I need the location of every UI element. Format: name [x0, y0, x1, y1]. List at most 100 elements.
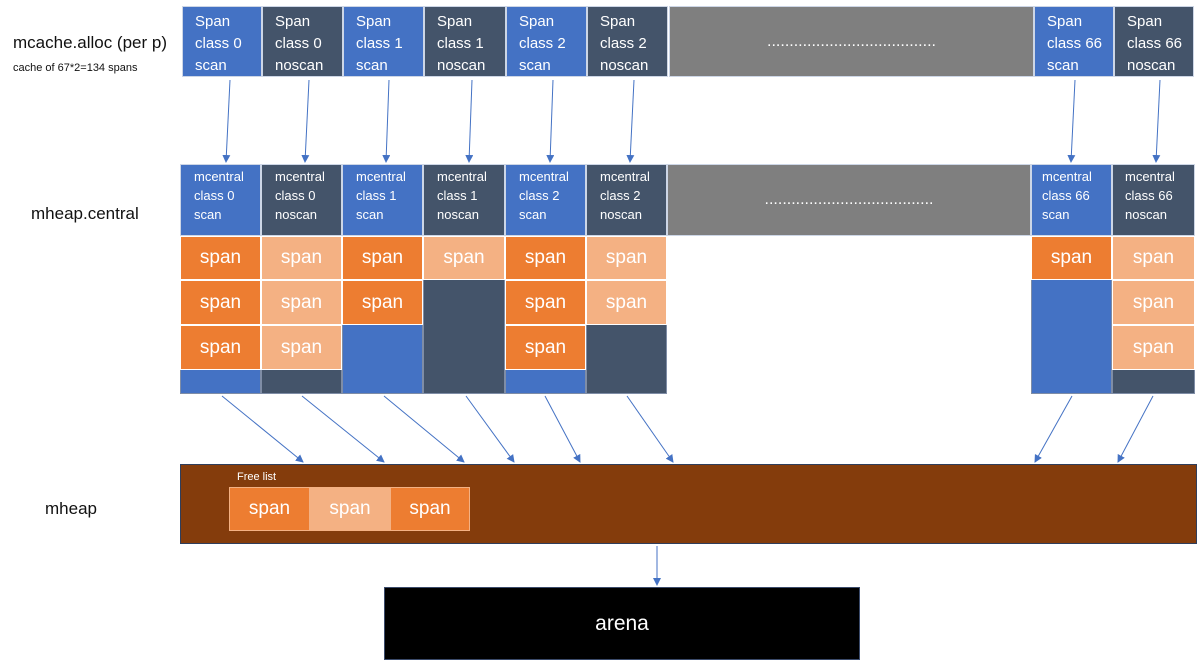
central-ellipsis-block: ...................................... [667, 164, 1031, 236]
cell-text: mcentral [600, 169, 650, 184]
mcache-span-class-2-scan: Span class 2 scan [506, 6, 587, 77]
cell-text: Span [1127, 13, 1163, 30]
span-block: span [505, 236, 586, 280]
arrow-central-to-mheap [626, 395, 674, 463]
arrow-mcache-to-central [1067, 79, 1076, 163]
cell-text: Span [195, 13, 231, 30]
cell-text: scan [195, 57, 227, 74]
arrow-central-to-mheap [544, 395, 581, 463]
span-block: span [586, 280, 667, 325]
cell-text: mcentral [356, 169, 406, 184]
cell-text: noscan [1125, 207, 1167, 222]
mcentral-class-1-scan: mcentral class 1 scan [342, 164, 423, 236]
cell-text: class 1 [437, 188, 478, 203]
cell-text: class 2 [600, 35, 647, 52]
mcache-row-label: mcache.alloc (per p) [13, 33, 168, 52]
arrow-mcache-to-central [222, 79, 231, 163]
cell-text: class 66 [1047, 35, 1103, 52]
span-block: span [180, 280, 261, 325]
cell-text: class 0 [275, 188, 316, 203]
arrow-central-to-mheap [383, 395, 465, 463]
mcache-span-class-66-noscan: Span class 66 noscan [1114, 6, 1194, 77]
cell-text: class 2 [519, 188, 560, 203]
span-block: span [1112, 280, 1195, 325]
cell-text: Span [356, 13, 392, 30]
cell-text: noscan [600, 207, 642, 222]
cell-text: class 2 [519, 35, 566, 52]
cell-text: class 1 [356, 35, 403, 52]
span-block: span [342, 280, 423, 325]
mcache-row-sublabel: cache of 67*2=134 spans [13, 62, 138, 74]
cell-text: scan [356, 57, 388, 74]
cell-text: Span [275, 13, 311, 30]
cell-text: class 1 [437, 35, 484, 52]
arrow-central-to-mheap [221, 395, 304, 463]
cell-text: class 0 [275, 35, 322, 52]
span-block: span [342, 236, 423, 280]
arrow-mcache-to-central [626, 79, 635, 163]
mcache-span-class-1-noscan: Span class 1 noscan [424, 6, 506, 77]
arrow-mcache-to-central [546, 79, 555, 163]
span-block: span [1112, 325, 1195, 370]
cell-text: noscan [275, 57, 324, 74]
cell-text: mcentral [194, 169, 244, 184]
mcache-span-class-1-scan: Span class 1 scan [343, 6, 424, 77]
central-row-label: mheap.central [31, 204, 139, 223]
arrow-central-to-mheap [1034, 395, 1073, 463]
mcache-span-class-0-scan: Span class 0 scan [182, 6, 262, 77]
mcache-span-class-66-scan: Span class 66 scan [1034, 6, 1114, 77]
cell-text: scan [194, 207, 222, 222]
span-block: span [180, 325, 261, 370]
mcentral-class-0-noscan: mcentral class 0 noscan [261, 164, 342, 236]
arrow-mcache-to-central [301, 79, 310, 163]
span-block: span [1031, 236, 1112, 280]
cell-text: mcentral [1042, 169, 1092, 184]
mheap-row-label: mheap [45, 499, 97, 518]
mcentral-class-0-scan: mcentral class 0 scan [180, 164, 261, 236]
span-block: span [423, 236, 505, 280]
cell-text: Span [600, 13, 636, 30]
span-block: span [505, 325, 586, 370]
cell-text: Span [519, 13, 555, 30]
cell-text: class 2 [600, 188, 641, 203]
cell-text: class 66 [1125, 188, 1173, 203]
mcache-span-class-0-noscan: Span class 0 noscan [262, 6, 343, 77]
cell-text: class 0 [194, 188, 235, 203]
cell-text: scan [356, 207, 384, 222]
span-block: span [1112, 236, 1195, 280]
cell-text: mcentral [437, 169, 487, 184]
cell-text: scan [1042, 207, 1070, 222]
cell-text: noscan [1127, 57, 1176, 74]
mcache-span-class-2-noscan: Span class 2 noscan [587, 6, 668, 77]
free-list-span: span [390, 487, 470, 531]
span-block: span [261, 280, 342, 325]
cell-text: mcentral [1125, 169, 1175, 184]
cell-text: class 1 [356, 188, 397, 203]
arrow-mcache-to-central [1152, 79, 1161, 163]
arrow-central-to-mheap [465, 395, 515, 463]
cell-text: noscan [600, 57, 649, 74]
cell-text: class 0 [195, 35, 242, 52]
free-list-span: span [229, 487, 310, 531]
span-block: span [505, 280, 586, 325]
arrow-mcache-to-central [465, 79, 474, 163]
cell-text: noscan [275, 207, 317, 222]
free-list-span: span [310, 487, 390, 531]
cell-text: Span [437, 13, 473, 30]
arrow-central-to-mheap [1117, 395, 1154, 463]
mcentral-class-2-scan: mcentral class 2 scan [505, 164, 586, 236]
span-block: span [261, 325, 342, 370]
cell-text: noscan [437, 57, 486, 74]
mcentral-class-66-scan: mcentral class 66 scan [1031, 164, 1112, 236]
cell-text: mcentral [275, 169, 325, 184]
mcentral-class-66-noscan: mcentral class 66 noscan [1112, 164, 1195, 236]
arrow-mcache-to-central [382, 79, 391, 163]
cell-text: scan [519, 207, 547, 222]
cell-text: class 66 [1042, 188, 1090, 203]
mcentral-class-1-noscan: mcentral class 1 noscan [423, 164, 505, 236]
cell-text: scan [1047, 57, 1079, 74]
span-block: span [261, 236, 342, 280]
cell-text: mcentral [519, 169, 569, 184]
mcentral-class-2-noscan: mcentral class 2 noscan [586, 164, 667, 236]
